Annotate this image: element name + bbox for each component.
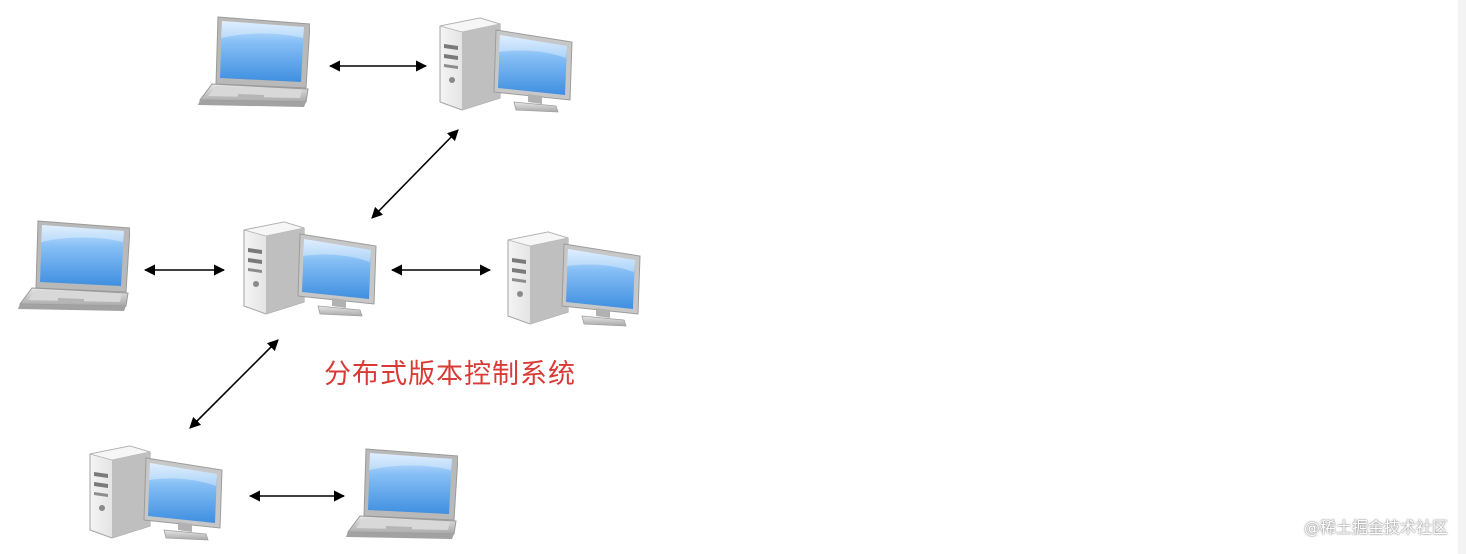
laptop-icon (346, 448, 458, 540)
connection-arrow (371, 129, 459, 219)
page-edge (1458, 0, 1466, 554)
watermark-text: @稀土掘金技术社区 (1303, 518, 1448, 537)
desktop-computer-icon (243, 221, 377, 317)
laptop-icon (18, 220, 130, 312)
laptop-icon (198, 16, 310, 108)
desktop-computer-icon (439, 17, 573, 113)
desktop-computer-icon (507, 231, 641, 327)
diagram-caption: 分布式版本控制系统 (324, 359, 576, 390)
desktop-computer-icon (89, 445, 223, 541)
connection-arrow (189, 339, 279, 429)
